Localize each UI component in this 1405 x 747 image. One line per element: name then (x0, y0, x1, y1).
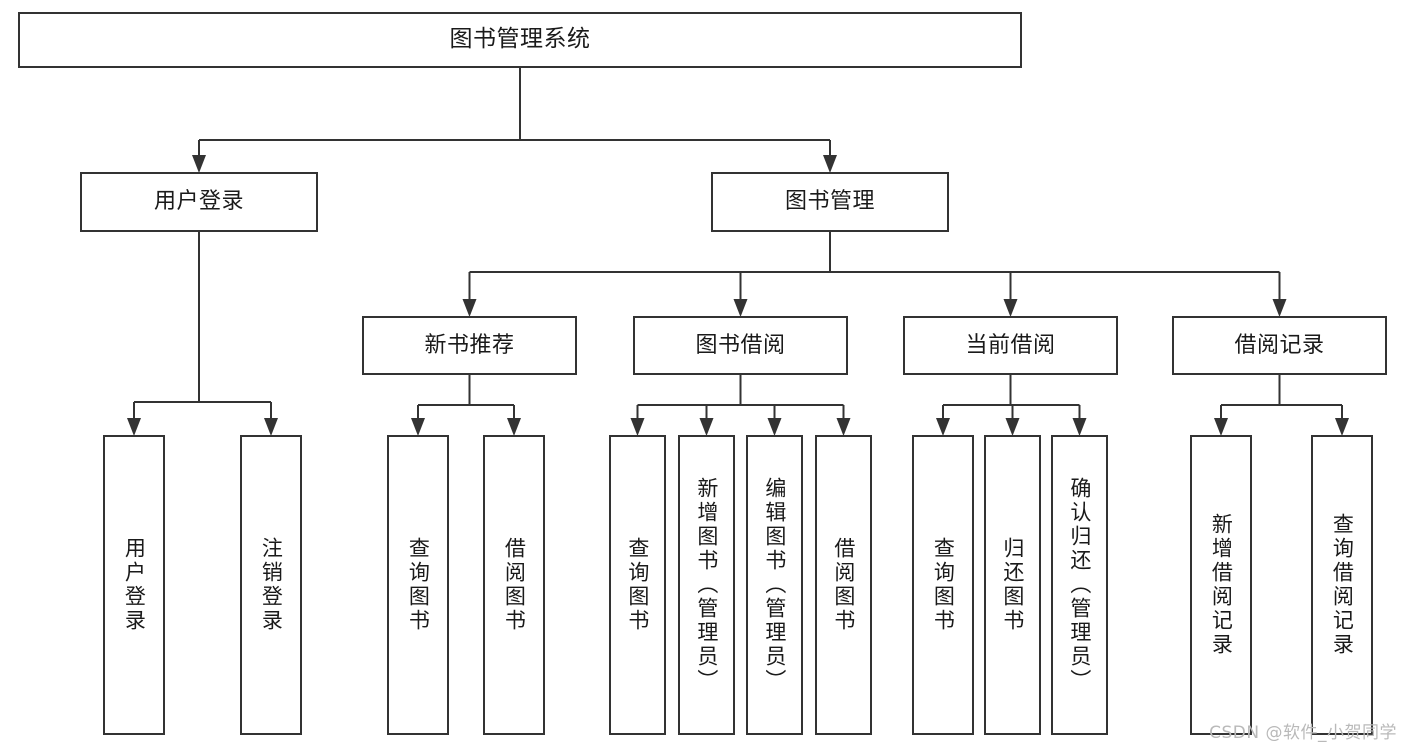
node-label: 图书管理 (784, 189, 875, 215)
node-leaf-query-record[interactable]: 查询借阅记录 (1311, 435, 1373, 735)
node-leaf-user-login[interactable]: 用户登录 (103, 435, 165, 735)
node-label: 借阅图书 (831, 537, 856, 633)
node-borrow-record[interactable]: 借阅记录 (1172, 316, 1387, 375)
node-label: 查询图书 (931, 537, 956, 633)
node-label: 新增图书（管理员） (694, 477, 719, 693)
node-label: 编辑图书（管理员） (762, 477, 787, 693)
node-leaf-borrow-book-2[interactable]: 借阅图书 (815, 435, 872, 735)
node-book-manage[interactable]: 图书管理 (711, 172, 949, 232)
node-leaf-query-book-3[interactable]: 查询图书 (912, 435, 974, 735)
node-label: 当前借阅 (965, 332, 1056, 358)
node-new-book-rec[interactable]: 新书推荐 (362, 316, 577, 375)
node-book-borrow[interactable]: 图书借阅 (633, 316, 848, 375)
node-current-borrow[interactable]: 当前借阅 (903, 316, 1118, 375)
node-label: 新书推荐 (424, 332, 515, 358)
node-label: 借阅图书 (502, 537, 527, 633)
node-label: 借阅记录 (1234, 332, 1325, 358)
node-label: 用户登录 (122, 537, 147, 633)
node-leaf-query-book-2[interactable]: 查询图书 (609, 435, 666, 735)
node-leaf-return-book[interactable]: 归还图书 (984, 435, 1041, 735)
node-leaf-query-book-1[interactable]: 查询图书 (387, 435, 449, 735)
node-leaf-confirm-return[interactable]: 确认归还（管理员） (1051, 435, 1108, 735)
node-leaf-add-record[interactable]: 新增借阅记录 (1190, 435, 1252, 735)
node-label: 归还图书 (1000, 537, 1025, 633)
node-label: 图书管理系统 (449, 26, 591, 53)
node-label: 确认归还（管理员） (1067, 477, 1092, 693)
node-label: 查询借阅记录 (1330, 513, 1355, 657)
node-user-login[interactable]: 用户登录 (80, 172, 318, 232)
node-leaf-borrow-book-1[interactable]: 借阅图书 (483, 435, 545, 735)
node-label: 用户登录 (153, 189, 244, 215)
node-root[interactable]: 图书管理系统 (18, 12, 1022, 68)
node-label: 注销登录 (259, 537, 284, 633)
node-label: 查询图书 (406, 537, 431, 633)
watermark-text: CSDN @软件_小贺同学 (1209, 723, 1397, 743)
node-label: 新增借阅记录 (1209, 513, 1234, 657)
node-leaf-add-book[interactable]: 新增图书（管理员） (678, 435, 735, 735)
node-leaf-logout[interactable]: 注销登录 (240, 435, 302, 735)
node-label: 图书借阅 (695, 332, 786, 358)
node-label: 查询图书 (625, 537, 650, 633)
node-leaf-edit-book[interactable]: 编辑图书（管理员） (746, 435, 803, 735)
